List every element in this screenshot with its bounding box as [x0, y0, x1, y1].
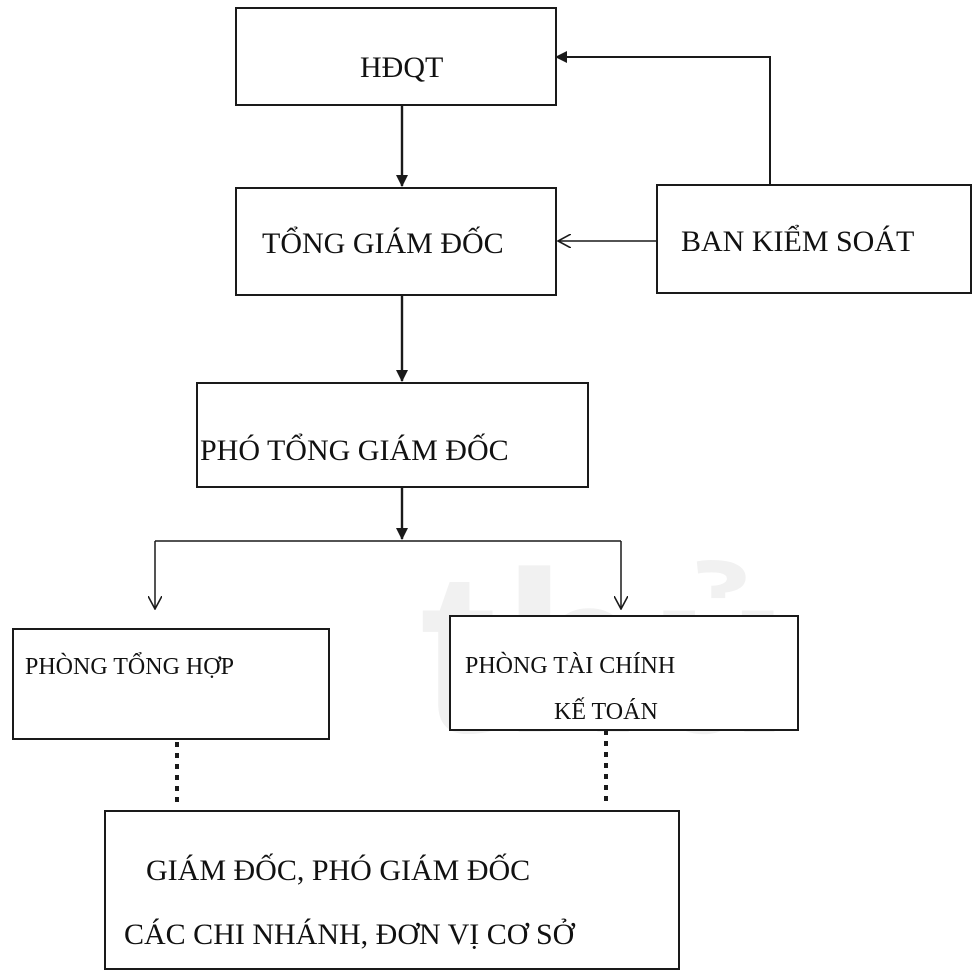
node-ptckt-label-line1: PHÒNG TÀI CHÍNH: [465, 653, 676, 679]
node-ban-kiem-soat-label: BAN KIỂM SOÁT: [681, 225, 915, 258]
arrow-bks-to-hdqt: [555, 51, 771, 185]
node-tong-giam-doc-label: TỔNG GIÁM ĐỐC: [262, 227, 504, 260]
node-ptckt-label-line2: KẾ TOÁN: [554, 699, 658, 725]
node-tong-giam-doc: TỔNG GIÁM ĐỐC: [235, 187, 557, 296]
node-gd-label-line1: GIÁM ĐỐC, PHÓ GIÁM ĐỐC: [146, 854, 531, 887]
node-phong-tai-chinh-ke-toan: PHÒNG TÀI CHÍNH KẾ TOÁN: [449, 615, 799, 731]
node-ban-kiem-soat: BAN KIỂM SOÁT: [656, 184, 972, 294]
node-hdqt-label: HĐQT: [360, 51, 444, 84]
node-pho-tong-giam-doc: PHÓ TỔNG GIÁM ĐỐC: [196, 382, 589, 488]
node-giam-doc-chi-nhanh: GIÁM ĐỐC, PHÓ GIÁM ĐỐC CÁC CHI NHÁNH, ĐƠ…: [104, 810, 680, 970]
node-pho-tong-giam-doc-label: PHÓ TỔNG GIÁM ĐỐC: [200, 434, 509, 467]
node-phong-tong-hop: PHÒNG TỔNG HỢP: [12, 628, 330, 740]
node-phong-tong-hop-label: PHÒNG TỔNG HỢP: [25, 654, 234, 680]
node-hdqt: HĐQT: [235, 7, 557, 106]
node-gd-label-line2: CÁC CHI NHÁNH, ĐƠN VỊ CƠ SỞ: [124, 918, 575, 951]
